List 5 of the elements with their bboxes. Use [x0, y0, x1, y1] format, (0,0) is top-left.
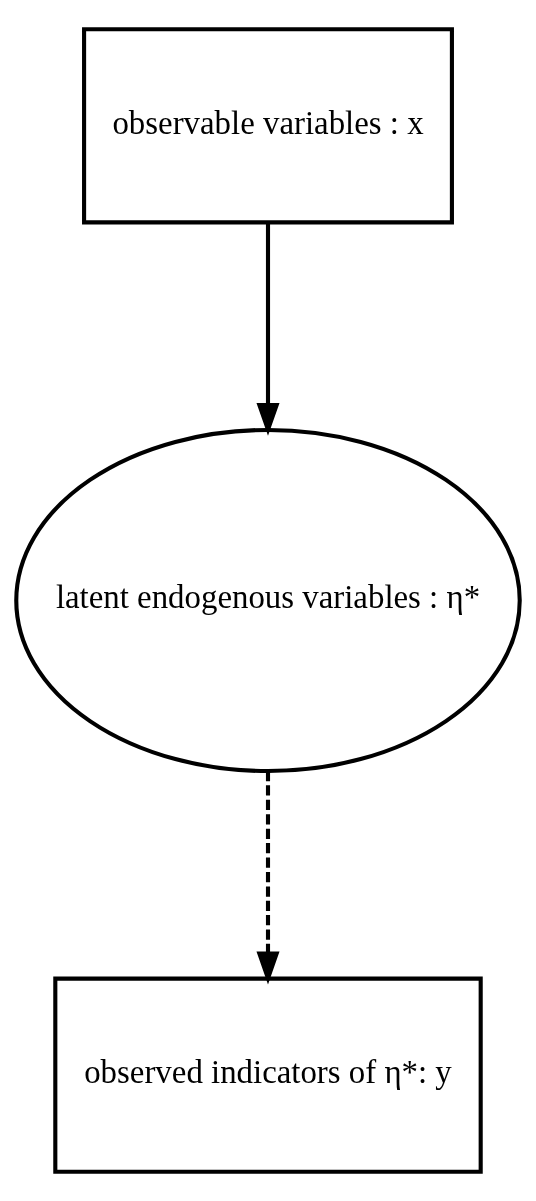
node-box: observed indicators of η*: y — [53, 976, 483, 1174]
node-box: observable variables : x — [82, 27, 454, 225]
arrow — [256, 771, 280, 985]
node-ellipse: latent endogenous variables : η* — [14, 427, 522, 774]
arrow — [256, 222, 280, 436]
